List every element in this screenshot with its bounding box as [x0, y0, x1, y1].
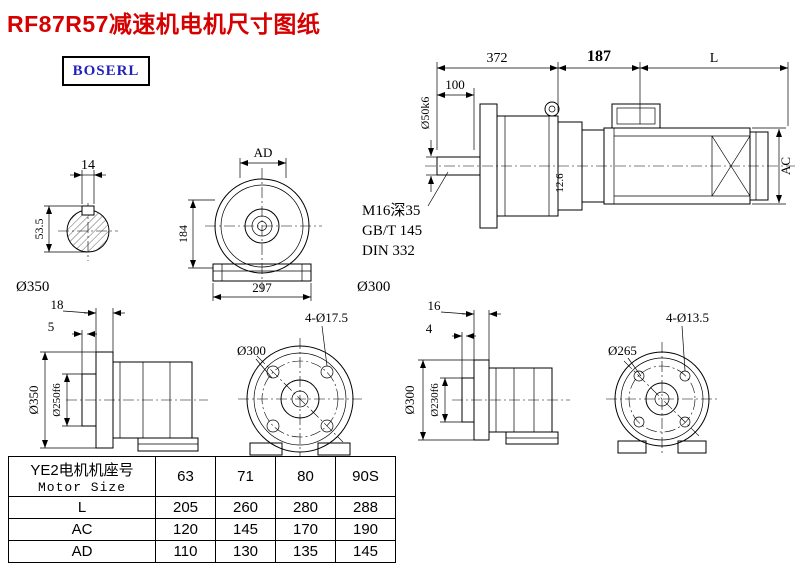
dim-ad: AD	[254, 145, 273, 160]
thread-notes: M16深35 GB/T 145 DIN 332	[362, 202, 422, 259]
side-view-left: 18 5 Ø350 Ø250f6	[26, 297, 208, 452]
side-view-right: 16 4 Ø300 Ø230f6	[402, 298, 570, 445]
dim-spigot-dia-left: Ø250f6	[51, 383, 63, 417]
cell-AC-80: 170	[275, 518, 336, 541]
cell-AD-63: 110	[155, 540, 216, 563]
dim-flange-dia-left: Ø350	[26, 386, 41, 415]
dim-flange-offset: 12.6	[554, 173, 566, 193]
table-size-71: 71	[215, 456, 276, 497]
cell-AD-90s: 145	[335, 540, 396, 563]
assembly-side-view: AC 372 187 L 100 Ø50k6 12.6	[418, 48, 795, 229]
dim-disc-dia: Ø350	[16, 279, 49, 295]
row-label-AD: AD	[8, 540, 156, 563]
table-row-L: L 205 260 280 288	[8, 496, 396, 519]
dim-spigot-depth-left: 5	[48, 319, 55, 334]
dim-key-width: 14	[81, 158, 95, 173]
dim-shaft-dia: Ø50k6	[418, 97, 432, 130]
table-row-AC: AC 120 145 170 190	[8, 518, 396, 541]
boserl-logo: BOSERL	[62, 56, 150, 86]
dim-front-flange-dia: Ø300	[357, 279, 390, 295]
dim-spigot-depth-right: 4	[426, 321, 433, 336]
flange-view-left: 4-Ø17.5 Ø300	[237, 310, 362, 460]
row-label-L: L	[8, 496, 156, 519]
dim-flange-thickness-right: 16	[428, 298, 442, 313]
cell-AD-71: 130	[215, 540, 276, 563]
table-size-90s: 90S	[335, 456, 396, 497]
dim-motor-height: AC	[778, 157, 793, 175]
row-label-AC: AC	[8, 518, 156, 541]
dim-bolt-circle-right: Ø265	[608, 343, 637, 358]
page-title: RF87R57减速机电机尺寸图纸	[7, 11, 321, 37]
dim-center-height: 184	[176, 225, 190, 243]
dim-adapter-length: 187	[587, 48, 611, 65]
table-header-cn: YE2电机机座号	[30, 461, 134, 479]
cell-L-71: 260	[215, 496, 276, 519]
cell-AD-80: 135	[275, 540, 336, 563]
table-row-AD: AD 110 130 135 145	[8, 540, 396, 563]
cell-AC-63: 120	[155, 518, 216, 541]
table-header-motor-size: YE2电机机座号 Motor Size	[8, 456, 156, 497]
table-size-80: 80	[275, 456, 336, 497]
dim-base-width: 297	[252, 280, 272, 295]
note-standard-gb: GB/T 145	[362, 223, 422, 239]
table-header-en: Motor Size	[37, 479, 126, 495]
table-size-63: 63	[155, 456, 216, 497]
dim-flange-dia-right: Ø300	[402, 386, 417, 415]
dim-key-height: 53.5	[32, 219, 46, 240]
cell-L-80: 280	[275, 496, 336, 519]
note-standard-din: DIN 332	[362, 243, 415, 259]
dim-bolt-circle-left: Ø300	[237, 343, 266, 358]
keyway	[81, 205, 95, 216]
table-header-row: YE2电机机座号 Motor Size 63 71 80 90S	[8, 456, 396, 497]
cell-L-90s: 288	[335, 496, 396, 519]
note-tap-hole: M16深35	[362, 202, 420, 219]
cell-AC-90s: 190	[335, 518, 396, 541]
shaft-section-view: 14 53.5 Ø350	[16, 158, 118, 295]
cell-AC-71: 145	[215, 518, 276, 541]
dim-shaft-length: 100	[445, 77, 465, 92]
dim-holes-right: 4-Ø13.5	[666, 310, 709, 325]
gearbox-front-view: AD 184 297 Ø300	[176, 145, 390, 301]
dim-holes-left: 4-Ø17.5	[305, 310, 348, 325]
flange-view-right: 4-Ø13.5 Ø265	[606, 310, 718, 456]
dim-spigot-dia-right: Ø230f6	[429, 383, 441, 417]
dim-motor-length: L	[710, 51, 719, 66]
dim-flange-thickness-left: 18	[51, 297, 64, 312]
dim-gearbox-length: 372	[487, 51, 508, 66]
cell-L-63: 205	[155, 496, 216, 519]
motor-size-table: YE2电机机座号 Motor Size 63 71 80 90S L 205 2…	[8, 456, 396, 563]
